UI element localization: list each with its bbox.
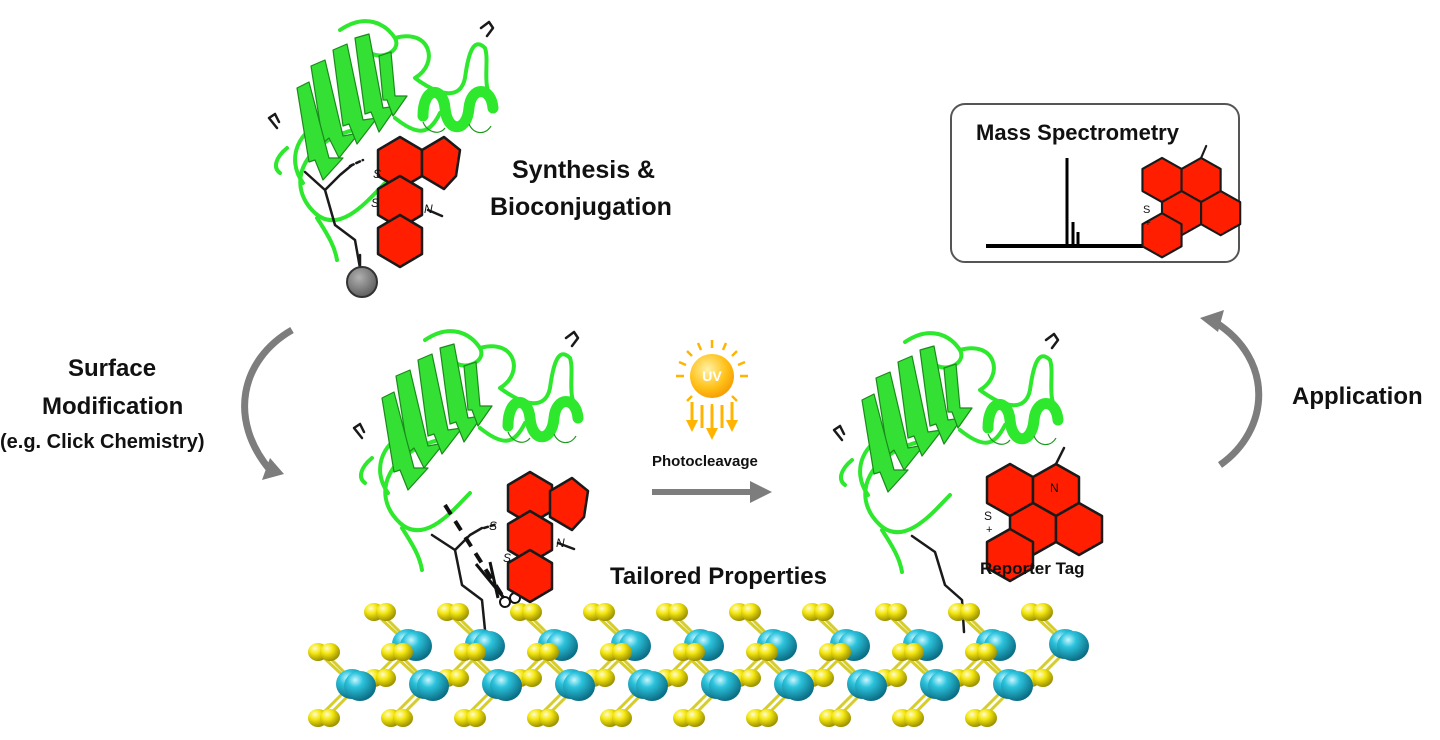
photocleavage-label: Photocleavage (652, 453, 758, 470)
surface-lattice (306, 601, 1091, 729)
synthesis-label-line1: Synthesis & (512, 156, 655, 184)
lattice-cell (1019, 601, 1091, 689)
charge-reporter: + (986, 524, 992, 536)
reporter-ion-structure-ms (1141, 144, 1242, 259)
atom-s-top-1: S (373, 167, 381, 181)
atom-s-surface-1: S (489, 519, 497, 533)
atom-n-reporter: N (1050, 481, 1059, 495)
atom-s-ms: S (1143, 204, 1150, 216)
mass-spectrum (986, 158, 1166, 248)
protein-structure-top (269, 21, 495, 260)
atom-s-surface-2: S (503, 551, 511, 565)
anchor-bead (346, 266, 378, 298)
atom-s-top-2: S (371, 196, 379, 210)
dibenzothiophene-tag-surface (506, 470, 590, 604)
scissors-icon (474, 561, 521, 608)
lattice-cell (306, 641, 378, 729)
surface-label-line2: Modification (42, 393, 183, 420)
surface-label-line3: (e.g. Click Chemistry) (0, 431, 205, 453)
charge-ms: + (1145, 218, 1151, 229)
surface-label-line1: Surface (68, 355, 156, 382)
linker-chain-top (303, 158, 365, 270)
reporter-tag-label: Reporter Tag (980, 559, 1085, 578)
linker-chain-surface (430, 503, 507, 632)
reporter-tag-structure (985, 446, 1104, 583)
atom-n-top: N (424, 202, 433, 216)
atom-n-surface: N (556, 536, 565, 550)
synthesis-label-line2: Bioconjugation (490, 193, 672, 221)
mass-spec-title: Mass Spectrometry (976, 120, 1180, 145)
tailored-properties-label: Tailored Properties (610, 563, 827, 590)
application-arrow (1200, 310, 1263, 468)
surface-modification-arrow (241, 326, 294, 480)
photocleavage-arrow (652, 481, 772, 503)
application-label: Application (1292, 383, 1423, 410)
mass-spectrometry-panel: Mass Spectrometry S + (950, 103, 1242, 263)
uv-light-rays (686, 402, 738, 440)
atom-s-reporter: S (984, 509, 992, 523)
uv-label: UV (702, 368, 722, 384)
uv-sun-icon: UV (676, 340, 748, 412)
dibenzothiophene-tag-top (376, 135, 462, 269)
